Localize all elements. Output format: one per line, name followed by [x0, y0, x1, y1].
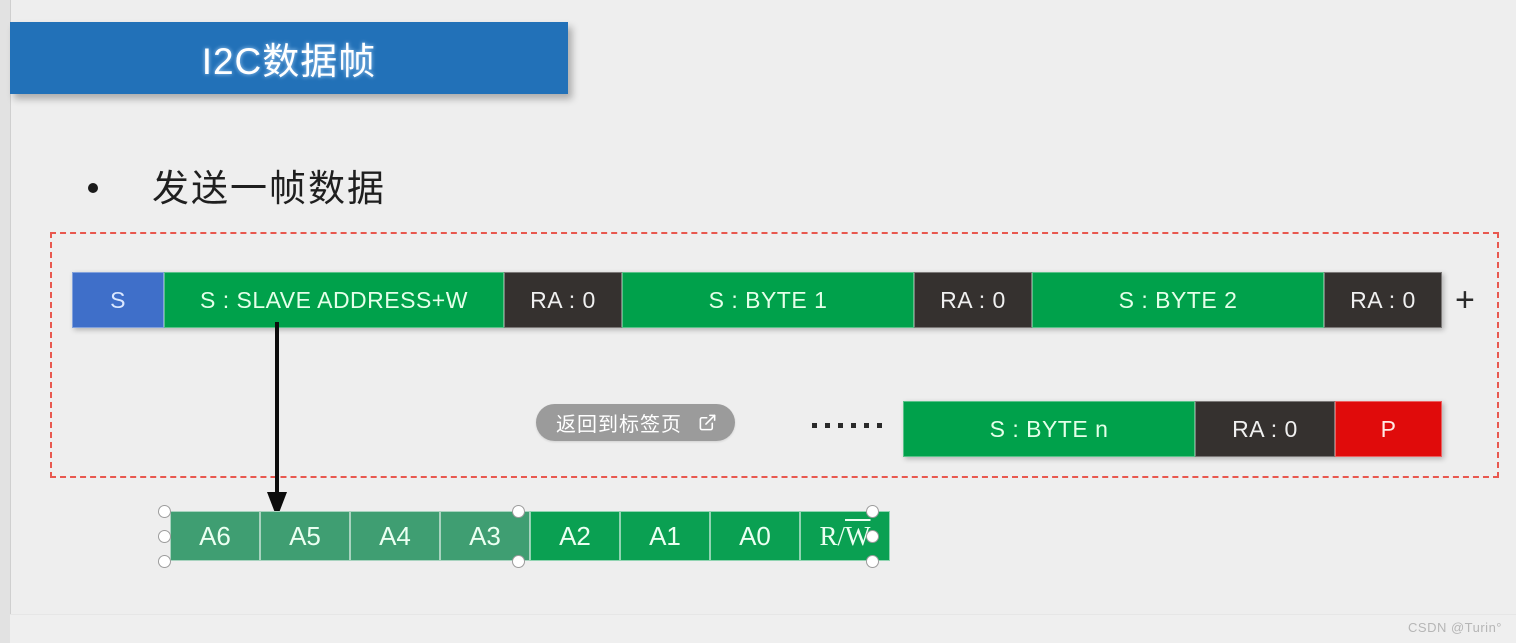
frame-cell: S : SLAVE ADDRESS+W: [164, 272, 504, 328]
slide-title-banner: I2C数据帧: [10, 22, 568, 94]
frame-cell: RA : 0: [504, 272, 622, 328]
bullet-dot-icon: [88, 183, 98, 193]
address-bit-cell[interactable]: R/W: [800, 511, 890, 561]
selection-handle[interactable]: [512, 555, 525, 568]
frame-cell: S : BYTE 2: [1032, 272, 1324, 328]
return-to-tab-label: 返回到标签页: [556, 414, 682, 436]
bottom-strip: [10, 614, 1516, 643]
selection-handle[interactable]: [866, 530, 879, 543]
ellipsis-dots: [812, 423, 882, 428]
address-bit-label: R/: [819, 520, 846, 551]
selection-handle[interactable]: [866, 505, 879, 518]
ellipsis-dot: [825, 423, 830, 428]
bullet-text: 发送一帧数据: [152, 168, 386, 209]
address-bit-cell[interactable]: A3: [440, 511, 530, 561]
watermark: CSDN @Turin°: [1408, 620, 1502, 635]
address-bit-cell[interactable]: A6: [170, 511, 260, 561]
frame-cell: S : BYTE 1: [622, 272, 914, 328]
address-bit-cell[interactable]: A4: [350, 511, 440, 561]
frame-cell: RA : 0: [914, 272, 1032, 328]
external-link-icon: [698, 413, 717, 432]
frame-cell: S: [72, 272, 164, 328]
return-to-tab-button[interactable]: 返回到标签页: [536, 404, 735, 441]
ellipsis-dot: [851, 423, 856, 428]
ellipsis-dot: [812, 423, 817, 428]
ellipsis-dot: [877, 423, 882, 428]
page-title: I2C数据帧: [201, 41, 377, 82]
selection-handle[interactable]: [866, 555, 879, 568]
frame-cell: P: [1335, 401, 1442, 457]
address-bit-cell[interactable]: A1: [620, 511, 710, 561]
address-bit-cell[interactable]: A5: [260, 511, 350, 561]
address-bit-cell[interactable]: A0: [710, 511, 800, 561]
ellipsis-dot: [864, 423, 869, 428]
address-bit-cell[interactable]: A2: [530, 511, 620, 561]
frame-cell: RA : 0: [1195, 401, 1335, 457]
frame-cell: RA : 0: [1324, 272, 1442, 328]
frame-cell: S : BYTE n: [903, 401, 1195, 457]
selection-handle[interactable]: [158, 555, 171, 568]
selection-handle[interactable]: [512, 505, 525, 518]
down-arrow-icon: [262, 322, 292, 518]
selection-handle[interactable]: [158, 530, 171, 543]
ellipsis-dot: [838, 423, 843, 428]
selection-handle[interactable]: [158, 505, 171, 518]
dashed-highlight-box: [50, 232, 1499, 478]
bullet-line: 发送一帧数据: [88, 158, 386, 212]
left-gutter: [0, 0, 11, 643]
plus-sign: +: [1455, 281, 1475, 319]
